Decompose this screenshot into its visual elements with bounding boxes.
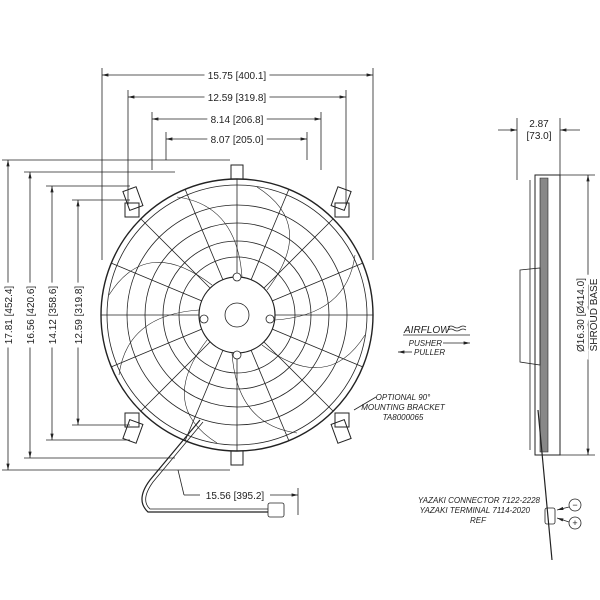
left-dimension-lines xyxy=(2,159,230,471)
dim-top-1: 12.59 [319.8] xyxy=(208,93,267,104)
dim-depth-metric: [73.0] xyxy=(526,131,551,142)
dim-left-1: 16.56 [420.6] xyxy=(26,286,37,345)
dim-left-3: 12.59 [319.8] xyxy=(74,286,85,345)
top-dimension-lines xyxy=(101,68,374,260)
connector-note-0: YAZAKI CONNECTOR 7122-2228 xyxy=(418,496,541,505)
dim-top-0: 15.75 [400.1] xyxy=(208,71,267,82)
fan-front-view xyxy=(100,164,374,466)
airflow-symbol xyxy=(398,325,470,354)
bracket-note-2: TA8000065 xyxy=(383,413,424,422)
dim-left-2: 14.12 [358.6] xyxy=(48,286,59,345)
airflow-pusher: PUSHER xyxy=(409,339,443,348)
airflow-puller: PULLER xyxy=(414,348,445,357)
positive-terminal-label: + xyxy=(572,518,577,528)
wire-harness xyxy=(141,419,299,518)
bracket-note-0: OPTIONAL 90° xyxy=(376,393,431,402)
connector-note-2: REF xyxy=(470,516,487,525)
dim-left-0: 17.81 [452.4] xyxy=(4,286,15,345)
dim-bottom: 15.56 [395.2] xyxy=(206,491,265,502)
dim-top-2: 8.14 [206.8] xyxy=(211,115,264,126)
dim-depth-value: 2.87 xyxy=(529,119,549,130)
dim-shroud: Ø16.30 [Ø414.0] xyxy=(576,278,587,352)
negative-terminal-label: − xyxy=(572,500,577,510)
dim-shroud-label: SHROUD BASE xyxy=(589,278,600,351)
airflow-title: AIRFLOW xyxy=(403,325,451,336)
fan-side-view xyxy=(498,118,595,561)
bracket-leader xyxy=(353,396,377,411)
bracket-note-1: MOUNTING BRACKET xyxy=(361,403,446,412)
dim-top-3: 8.07 [205.0] xyxy=(211,135,264,146)
connector-note-1: YAZAKI TERMINAL 7114-2020 xyxy=(420,506,531,515)
